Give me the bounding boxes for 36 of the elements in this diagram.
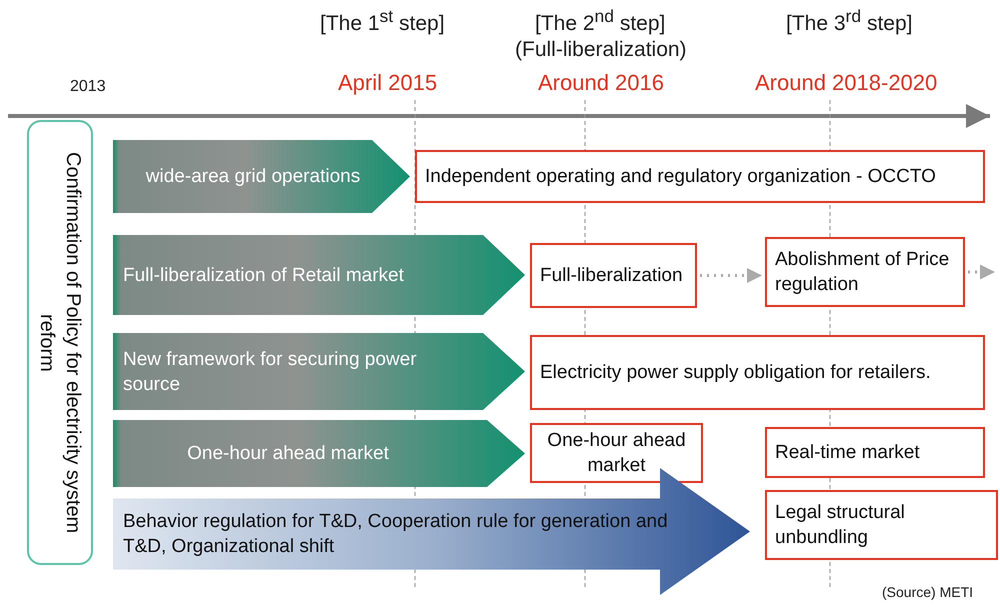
step-heading: [The 1$^{st}$ step] xyxy=(320,6,445,36)
pentagon-banner xyxy=(113,140,410,213)
arrow xyxy=(968,264,995,280)
outlined-box xyxy=(530,243,697,308)
pentagon-banner xyxy=(113,333,525,410)
outlined-box xyxy=(415,150,985,203)
node-text: One-hour ahead market xyxy=(546,429,687,478)
node-text: One-hour ahead market xyxy=(186,442,390,466)
node-text: Full-liberalization of Retail market xyxy=(123,264,405,288)
outlined-box xyxy=(765,490,998,560)
outlined-box xyxy=(765,237,965,307)
node-text: Real-time market xyxy=(775,441,921,465)
node-text: Independent operating and regulatory organization - OCCTO xyxy=(425,165,937,189)
date-label: April 2015 xyxy=(338,70,438,96)
outlined-box xyxy=(530,335,985,410)
node-text: wide-area grid operations xyxy=(144,165,362,189)
node-text: Electricity power supply obligation for retailers. xyxy=(540,361,932,385)
node-text: Abolishment of Price regulation xyxy=(775,248,950,297)
node-text: Legal structural unbundling xyxy=(775,501,906,550)
outlined-box xyxy=(530,423,703,483)
node-text: Full-liberalization xyxy=(540,264,684,288)
node-text: New framework for securing power source xyxy=(123,348,418,396)
node-text: Confirmation of Policy for electricity system reform xyxy=(35,150,85,536)
step-heading: [The 2$^{nd}$ step] xyxy=(535,6,666,36)
source-note: (Source) METI xyxy=(882,584,974,600)
arrow xyxy=(700,268,762,283)
year-label: 2013 xyxy=(70,78,106,96)
rounded-box xyxy=(27,120,93,565)
node-text: Behavior regulation for T&D, Cooperation rule for generation and T&D, Organizational shift xyxy=(123,510,669,560)
outlined-box xyxy=(765,427,985,478)
pentagon-banner xyxy=(113,235,525,315)
pentagon-banner xyxy=(113,420,525,487)
date-label: Around 2016 xyxy=(538,70,664,96)
step-heading: [The 3$^{rd}$ step] xyxy=(786,6,912,36)
date-label: Around 2018-2020 xyxy=(755,70,938,96)
step-subheading: (Full-liberalization) xyxy=(515,38,687,62)
